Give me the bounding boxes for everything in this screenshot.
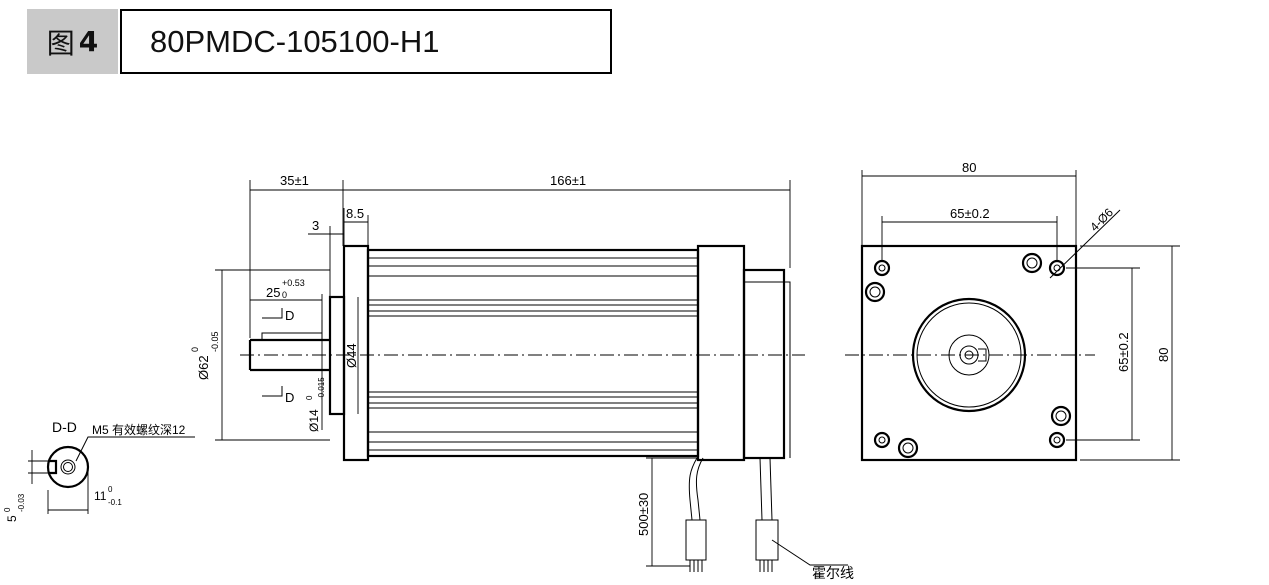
encoder-back <box>744 281 791 458</box>
hall-wire-leader <box>771 539 848 566</box>
dim-boss-thickness: 3 <box>312 218 319 233</box>
dim-flange-thickness: 8.5 <box>346 206 364 221</box>
dim-shaft-tol-lower: -0.015 <box>317 377 326 400</box>
dim-shaft-tol-upper: 0 <box>305 395 314 400</box>
key-depth-tol-lower: -0.1 <box>108 498 122 507</box>
dim-mounting-holes: 4-Ø6 <box>1087 205 1116 234</box>
hall-wire-label: 霍尔线 <box>812 565 854 581</box>
section-marker-bottom: D <box>285 390 294 405</box>
dim-key-length: 25 <box>266 285 280 300</box>
section-thread-inner <box>63 462 73 472</box>
section-thread-hole <box>60 459 76 475</box>
body-fins <box>368 257 698 451</box>
flange-square <box>860 244 1078 462</box>
holes-leader <box>1049 209 1121 279</box>
power-connector <box>685 519 707 572</box>
dim-boss-diameter: Ø44 <box>344 343 359 368</box>
dim-flange-lines <box>343 208 369 250</box>
figure-label-text: 图 <box>46 26 75 60</box>
front-view: 80 65±0.2 4-Ø6 65±0.2 80 <box>845 160 1180 462</box>
key-width-tol-lower: -0.03 <box>17 493 26 512</box>
dim-width-lines <box>861 170 1077 246</box>
section-shaft <box>46 445 90 489</box>
dim-flange-width: 80 <box>962 160 976 175</box>
dim-boss-lines <box>308 226 344 297</box>
figure-number: 4 <box>78 25 99 58</box>
thread-leader <box>75 436 195 462</box>
key-depth: 11 <box>94 489 107 503</box>
dim-key-width-lines <box>28 450 48 484</box>
dim-height-lines <box>1080 245 1180 461</box>
section-marker-top: D <box>285 308 294 323</box>
mounting-holes <box>864 252 1072 459</box>
thread-note: M5 有效螺纹深12 <box>92 422 186 437</box>
section-mark-bottom <box>262 386 283 397</box>
hall-connector <box>755 519 779 572</box>
dim-flange-height: 80 <box>1156 348 1171 362</box>
dim-lead-lines <box>646 457 698 567</box>
dim-pilot-diameter: Ø62 <box>196 355 211 380</box>
dim-key-length-tol-lower: 0 <box>282 290 287 300</box>
hall-lead <box>759 457 773 521</box>
dim-pilot-tol-lower: -0.05 <box>210 331 220 352</box>
key-width: 5 <box>5 515 19 522</box>
motor-body <box>366 248 700 458</box>
dim-body-length-lines <box>343 180 791 268</box>
dim-shaft-length-lines <box>249 180 344 338</box>
side-view: 霍尔线 35±1 166±1 8.5 3 25 +0.53 0 Ø62 0 -0… <box>190 173 854 581</box>
dim-key-depth-lines <box>47 467 89 514</box>
dim-body-length: 166±1 <box>550 173 586 188</box>
encoder-housing <box>742 268 786 460</box>
power-lead <box>688 457 704 521</box>
key-width-tol-upper: 0 <box>3 507 12 512</box>
dim-hole-h-lines <box>881 216 1058 260</box>
dim-lead-length: 500±30 <box>636 493 651 536</box>
dim-key-length-tol-upper: +0.53 <box>282 278 305 288</box>
section-title: D-D <box>52 419 77 435</box>
dim-shaft-length: 35±1 <box>280 173 309 188</box>
shaft-key-front <box>978 348 987 362</box>
model-title: 80PMDC-105100-H1 <box>120 9 612 74</box>
dim-hole-spacing-h: 65±0.2 <box>950 206 990 221</box>
dim-hole-v-lines <box>1066 267 1140 441</box>
key-depth-tol-upper: 0 <box>108 485 113 494</box>
section-keyway <box>48 459 58 475</box>
rear-cap <box>696 244 746 462</box>
section-dd: D-D M5 有效螺纹深12 11 0 -0.1 5 0 -0.03 <box>3 419 195 522</box>
dim-pilot-tol-upper: 0 <box>190 347 200 352</box>
dim-hole-spacing-v: 65±0.2 <box>1116 332 1131 372</box>
dim-pilot-lines <box>215 269 330 441</box>
section-mark-top <box>262 308 283 319</box>
dim-shaft-diameter: Ø14 <box>307 409 321 432</box>
boss <box>328 295 346 416</box>
